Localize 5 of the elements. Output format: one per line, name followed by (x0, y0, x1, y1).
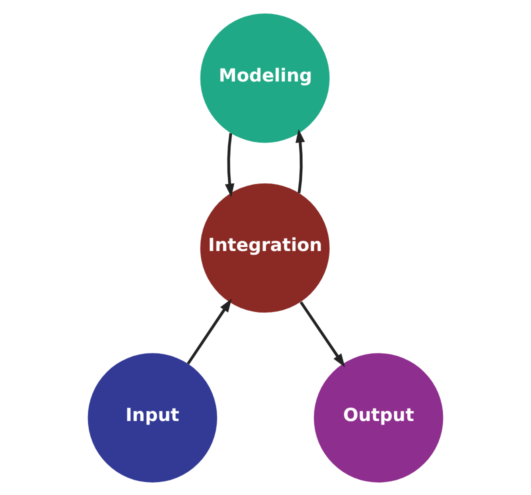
arrow (186, 298, 232, 364)
arrow (224, 132, 234, 197)
arrow (300, 300, 346, 367)
arrow (296, 128, 305, 193)
node-circle: Input (88, 352, 218, 482)
